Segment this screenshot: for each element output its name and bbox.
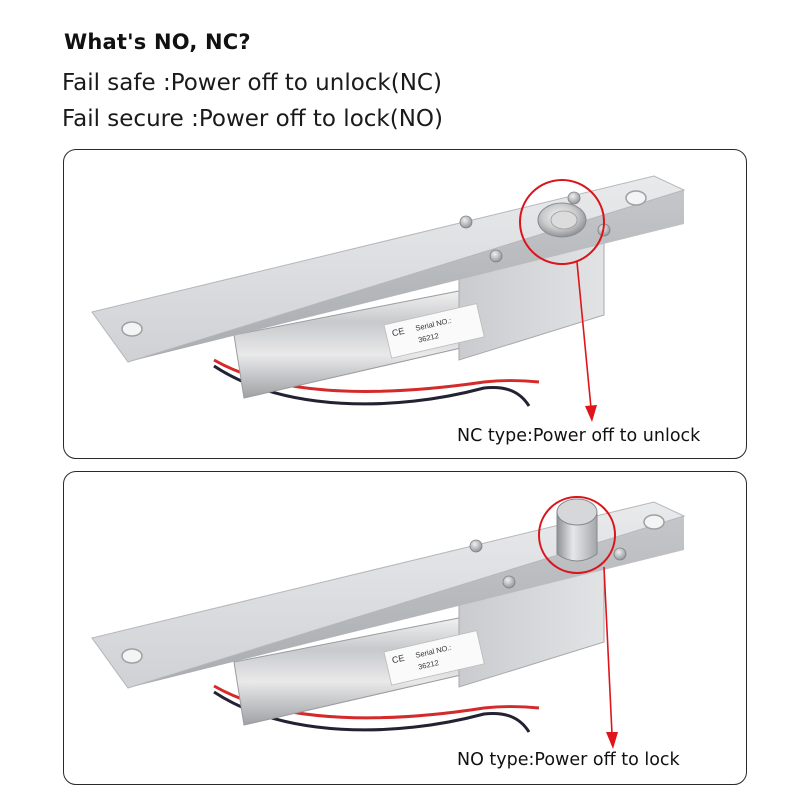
no-caption: NO type:Power off to lock (457, 750, 680, 770)
ce-mark: CE (391, 653, 405, 666)
fail-safe-description: Fail safe :Power off to unlock(NC) (62, 70, 442, 96)
page-title: What's NO, NC? (64, 30, 251, 54)
no-lock-illustration: CE Serial NO.: 36212 (91, 496, 686, 749)
mounting-hole-right (643, 514, 665, 530)
nc-highlight-circle (519, 179, 605, 265)
mounting-plate (91, 501, 686, 689)
nc-caption: NC type:Power off to unlock (457, 426, 701, 446)
serial-label: CE Serial NO.: 36212 (383, 303, 485, 359)
no-highlight-circle (538, 496, 616, 574)
no-lock-panel: CE Serial NO.: 36212 NO type:Power off t… (63, 471, 747, 785)
ce-mark: CE (391, 326, 405, 339)
screw-3 (613, 547, 627, 561)
bolt-top (556, 498, 598, 526)
nc-lock-illustration: CE Serial NO.: 36212 (91, 175, 686, 422)
bolt-extended (556, 511, 598, 562)
no-arrow-line (603, 566, 613, 735)
nc-arrow-line (576, 261, 592, 409)
mounting-hole-right (625, 190, 647, 206)
screw-1 (469, 539, 483, 553)
serial-label: CE Serial NO.: 36212 (383, 630, 485, 686)
nc-lock-panel: CE Serial NO.: 36212 NC type:Power off t… (63, 149, 747, 459)
mounting-hole-left (121, 321, 143, 337)
screw-2 (489, 249, 503, 263)
no-arrow-head (606, 732, 618, 749)
screw-1 (459, 215, 473, 229)
fail-secure-description: Fail secure :Power off to lock(NO) (62, 106, 443, 132)
screw-3 (567, 191, 581, 205)
mounting-hole-left (121, 648, 143, 664)
screw-2 (502, 575, 516, 589)
nc-arrow-head (585, 405, 597, 422)
